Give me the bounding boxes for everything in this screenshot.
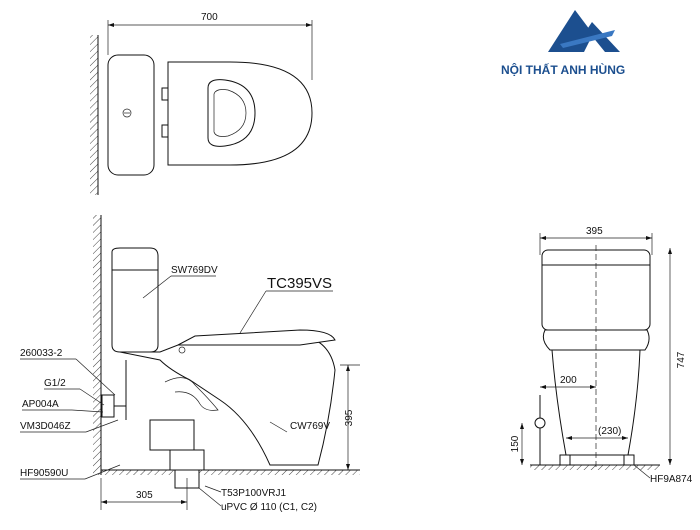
label-part-hf90590u: HF90590U bbox=[20, 468, 68, 479]
brand-name: NỘI THẤT ANH HÙNG bbox=[501, 62, 625, 77]
label-part-g12: G1/2 bbox=[44, 378, 66, 389]
front-dim-width: 395 bbox=[586, 226, 603, 237]
top-view: 700 bbox=[90, 12, 313, 195]
label-part-t53p100vrj1: T53P100VRJ1 bbox=[221, 488, 286, 499]
mountain-logo-icon bbox=[548, 10, 620, 52]
label-pipe-upvc: uPVC Ø 110 (C1, C2) bbox=[221, 502, 317, 513]
label-tank-part: SW769DV bbox=[171, 265, 218, 276]
label-bowl-part: CW769V bbox=[290, 421, 330, 432]
brand-logo: NỘI THẤT ANH HÙNG bbox=[501, 10, 625, 77]
front-dim-height: 747 bbox=[676, 351, 687, 368]
side-dim-rough-in: 305 bbox=[136, 490, 153, 501]
side-dim-height: 395 bbox=[344, 409, 355, 426]
label-model: TC395VS bbox=[267, 275, 332, 292]
label-part-vm3d046z: VM3D046Z bbox=[20, 421, 71, 432]
front-dim-bolt-span: (230) bbox=[598, 426, 621, 437]
front-dim-supply-height: 150 bbox=[510, 435, 521, 452]
label-part-ap004a: AP004A bbox=[22, 399, 59, 410]
front-dim-offset: 200 bbox=[560, 375, 577, 386]
top-dim-width: 700 bbox=[201, 12, 218, 23]
front-view: 395 747 200 150 (230) bbox=[510, 226, 693, 485]
label-part-hf9a874: HF9A874 bbox=[650, 474, 693, 485]
label-part-260033-2: 260033-2 bbox=[20, 348, 63, 359]
side-view: 395 305 SW769DV TC395VS CW769V 260033-2 … bbox=[20, 215, 360, 513]
